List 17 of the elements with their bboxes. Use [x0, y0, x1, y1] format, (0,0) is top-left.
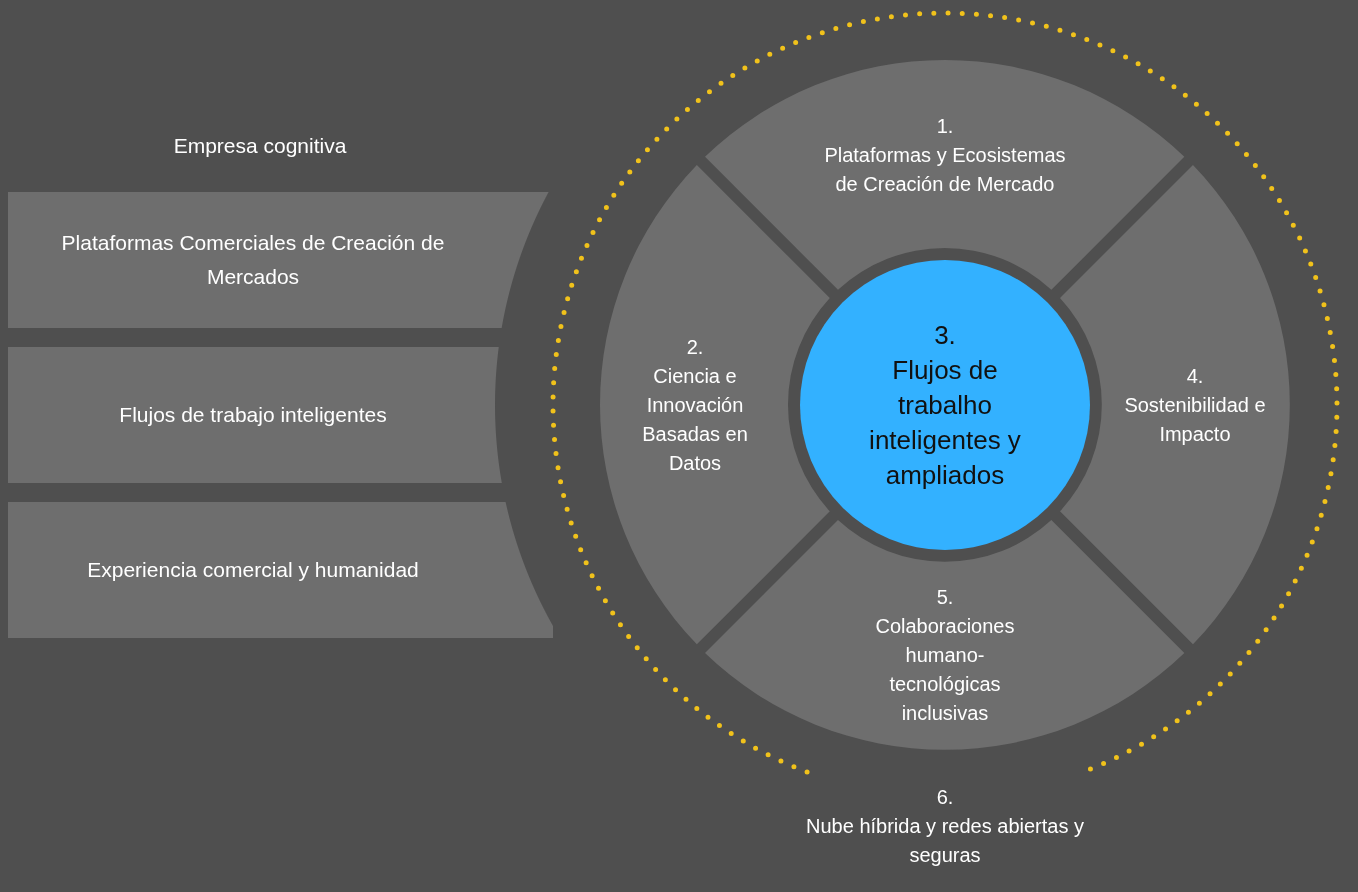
item-number: 4. — [1186, 363, 1204, 389]
item-number: 1. — [936, 113, 954, 139]
band-label: Experiencia comercial y humanidad — [86, 557, 420, 583]
item-number: 5. — [936, 584, 954, 610]
sector-label: Plataformas y Ecosistemas de Creación de Mercado — [823, 142, 1067, 197]
center-label: Flujos de trabalho inteligentes y ampliados — [868, 353, 1022, 492]
band — [8, 502, 553, 638]
item-number: 3. — [933, 318, 957, 352]
band-label: Plataformas Comerciales de Creación de Mercados — [60, 230, 446, 290]
section-heading: Empresa cognitiva — [172, 134, 348, 158]
sector-label: Colaboraciones humano-tecnológicas inclusivas — [874, 613, 1016, 726]
sector-label: Sostenibilidad e Impacto — [1123, 392, 1267, 447]
ring-label: Nube híbrida y redes abiertas y seguras — [805, 814, 1085, 868]
item-number: 2. — [686, 334, 704, 360]
item-number: 6. — [936, 785, 954, 810]
band-label: Flujos de trabajo inteligentes — [118, 402, 388, 428]
sector-label: Ciencia e Innovación Basadas en Datos — [641, 363, 749, 476]
